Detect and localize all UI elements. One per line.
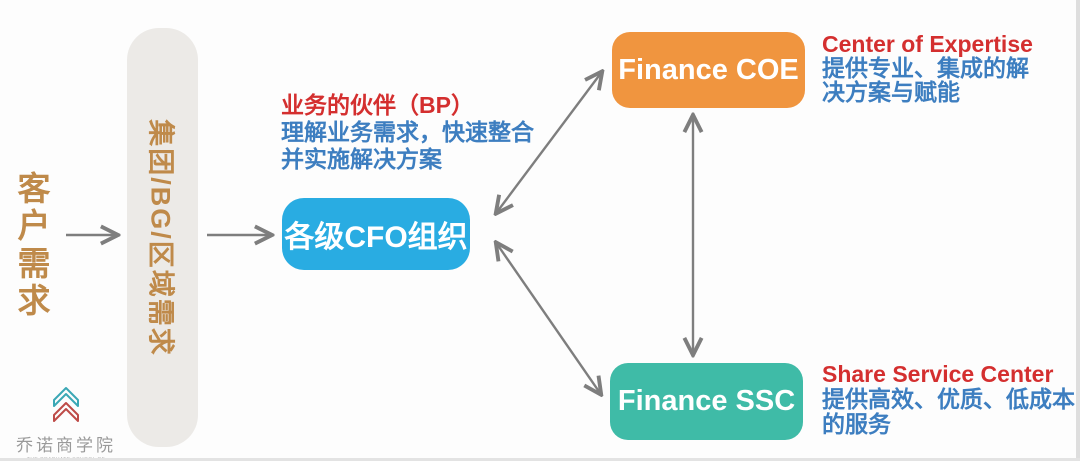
coe-annotation-line-2: 决方案与赋能 [822, 79, 960, 105]
ssc-annotation-line-1: 提供高效、优质、低成本 [822, 386, 1075, 412]
bp-annotation-title: 业务的伙伴（BP） [281, 92, 474, 118]
arrow-cfo-coe-bidirectional [497, 73, 601, 212]
coe-annotation: Center of Expertise 提供专业、集成的解 决方案与赋能 [822, 32, 1033, 104]
finance-ssc-node: Finance SSC [610, 363, 803, 440]
coe-annotation-title: Center of Expertise [822, 31, 1033, 57]
ssc-annotation-title: Share Service Center [822, 361, 1054, 387]
group-demand-label: 集团/BG/区域需求 [145, 118, 175, 357]
bp-annotation-line-2: 并实施解决方案 [281, 146, 442, 172]
finance-coe-node: Finance COE [612, 32, 805, 108]
ssc-annotation-line-2: 的服务 [822, 411, 891, 437]
bottom-edge-strip [0, 458, 1080, 461]
bp-annotation-line-1: 理解业务需求，快速整合 [281, 119, 534, 145]
brand-name: 乔诺商学院 [16, 436, 116, 455]
customer-demand-label: 客户需求 [17, 170, 51, 319]
arrow-cfo-ssc-bidirectional [497, 244, 600, 393]
cfo-node: 各级CFO组织 [282, 198, 470, 270]
right-edge-strip [1076, 0, 1080, 461]
double-chevron-icon [53, 387, 79, 422]
ssc-annotation: Share Service Center 提供高效、优质、低成本 的服务 [822, 362, 1075, 437]
coe-annotation-line-1: 提供专业、集成的解 [822, 55, 1029, 81]
group-demand-bar: 集团/BG/区域需求 [127, 28, 198, 447]
bp-annotation: 业务的伙伴（BP） 理解业务需求，快速整合 并实施解决方案 [281, 92, 534, 173]
brand-logo: 乔诺商学院 THE GRADUATE SCHOOL OF BUSINESS [12, 384, 120, 461]
